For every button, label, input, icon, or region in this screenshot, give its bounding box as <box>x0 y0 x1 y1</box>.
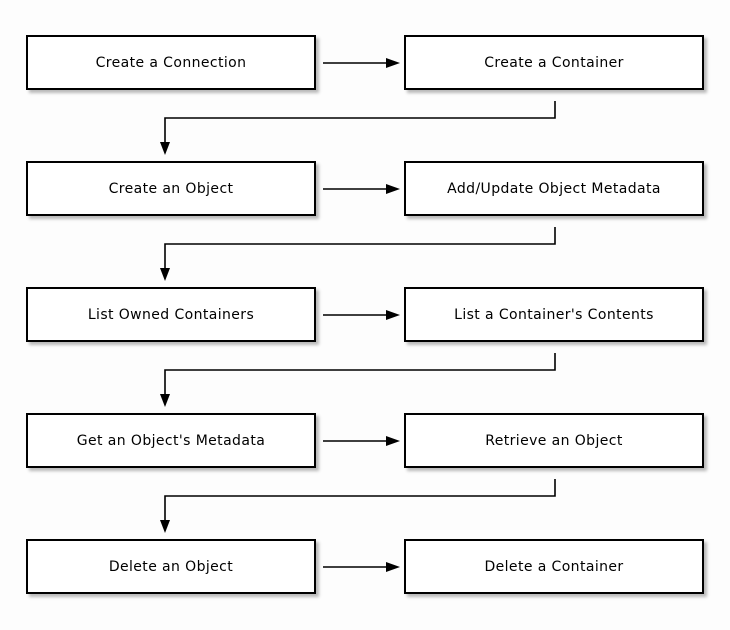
node-label: Delete a Container <box>484 558 624 575</box>
node-create-connection: Create a Connection <box>26 35 316 90</box>
arrow-right-row-2 <box>323 184 400 194</box>
node-label: Get an Object's Metadata <box>76 432 266 449</box>
node-delete-object: Delete an Object <box>26 539 316 594</box>
arrow-down-row-1-to-2 <box>160 101 556 155</box>
node-label: List a Container's Contents <box>454 306 654 323</box>
node-get-object-metadata: Get an Object's Metadata <box>26 413 316 468</box>
arrow-right-row-1 <box>323 58 400 68</box>
node-list-owned-containers: List Owned Containers <box>26 287 316 342</box>
arrow-down-row-4-to-5 <box>160 479 556 533</box>
node-label: Create a Container <box>484 54 624 71</box>
arrow-right-row-3 <box>323 310 400 320</box>
node-label: Delete an Object <box>108 558 234 575</box>
node-add-update-metadata: Add/Update Object Metadata <box>404 161 704 216</box>
node-label: List Owned Containers <box>87 306 255 323</box>
arrow-down-row-3-to-4 <box>160 353 556 407</box>
arrow-right-row-5 <box>323 562 400 572</box>
node-create-object: Create an Object <box>26 161 316 216</box>
node-label: Retrieve an Object <box>485 432 623 449</box>
node-create-container: Create a Container <box>404 35 704 90</box>
node-delete-container: Delete a Container <box>404 539 704 594</box>
node-retrieve-object: Retrieve an Object <box>404 413 704 468</box>
arrow-right-row-4 <box>323 436 400 446</box>
arrow-down-row-2-to-3 <box>160 227 556 281</box>
node-label: Create an Object <box>108 180 234 197</box>
node-label: Add/Update Object Metadata <box>447 180 661 197</box>
node-list-container-contents: List a Container's Contents <box>404 287 704 342</box>
node-label: Create a Connection <box>95 54 247 71</box>
